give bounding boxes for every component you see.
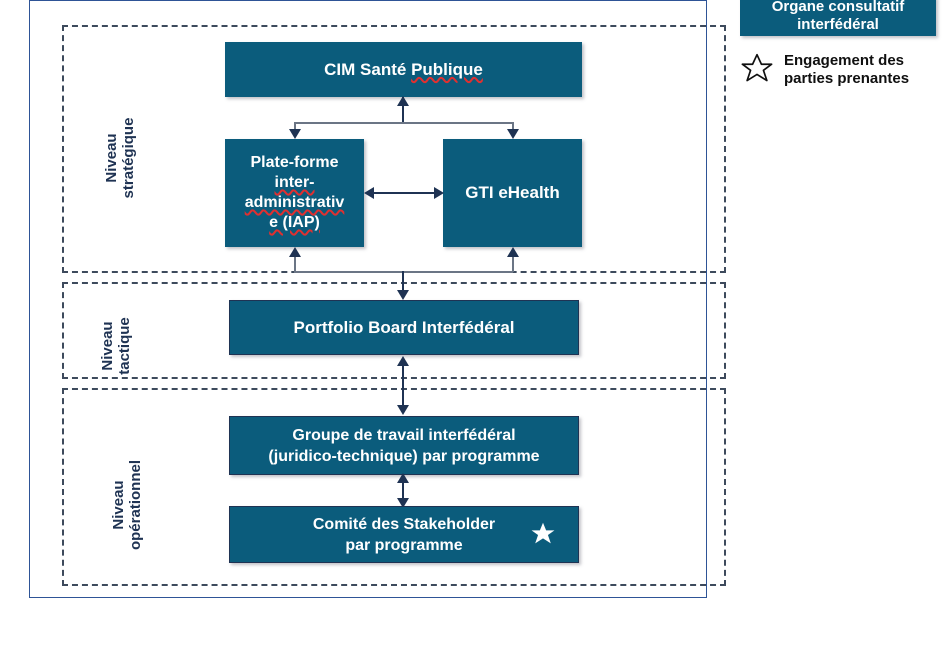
- level-container-tactical: [62, 282, 726, 379]
- arrow-down-to-iap: [289, 129, 301, 139]
- box-cim-label: CIM Santé Publique: [324, 60, 483, 80]
- arrow-up-into-portfolio-board: [397, 356, 409, 366]
- connector-bus-right-drop: [512, 122, 514, 132]
- arrow-right-to-gti: [434, 187, 444, 199]
- legend-advisory-body-label: Organe consultatif interfédéral: [771, 0, 905, 33]
- box-cim-misspelled: Publique: [411, 59, 483, 79]
- arrow-up-into-iap: [289, 247, 301, 257]
- arrow-down-to-portfolio-board: [397, 290, 409, 300]
- six-point-star-outline-icon: [741, 53, 773, 82]
- box-cim-sante-publique[interactable]: CIM Santé Publique: [225, 42, 582, 97]
- legend-stakeholder-row: Engagement des parties prenantes: [740, 50, 945, 88]
- connector-bus-left-drop: [294, 122, 296, 132]
- box-stakeholder-label: Comité des Stakeholder par programme: [312, 515, 496, 554]
- box-cim-plain: CIM Santé: [324, 59, 412, 79]
- level-container-operational: [62, 388, 726, 586]
- box-iap-line2: inter-: [274, 174, 315, 191]
- connector-bus-to-cim-line: [402, 97, 404, 123]
- connector-top-bus: [294, 122, 513, 124]
- box-iap-line3: administrativ: [244, 194, 345, 211]
- legend-stakeholder-label: Engagement des parties prenantes: [784, 52, 910, 87]
- arrow-down-to-gti: [507, 129, 519, 139]
- box-portfolio-board-interfederal[interactable]: Portfolio Board Interfédéral: [229, 300, 579, 355]
- level-label-tactical: Niveau tactique: [99, 317, 133, 375]
- box-comite-des-stakeholder[interactable]: Comité des Stakeholder par programme: [229, 506, 579, 563]
- connector-working-group-stakeholder: [402, 479, 404, 505]
- box-portfolio-board-label: Portfolio Board Interfédéral: [293, 317, 515, 337]
- box-iap-line4: e (IAP): [269, 214, 320, 231]
- level-label-strategic: Niveau stratégique: [103, 117, 137, 199]
- arrow-up-to-cim: [397, 96, 409, 106]
- box-gti-label: GTI eHealth: [465, 183, 560, 202]
- arrow-down-into-working-group: [397, 405, 409, 415]
- connector-iap-gti-line: [370, 192, 438, 194]
- box-iap-label: Plate-forme inter-administrativ e (IAP): [245, 153, 345, 233]
- arrow-left-to-iap: [364, 187, 374, 199]
- six-point-star-icon: [531, 522, 555, 543]
- connector-bus-left-rise: [294, 257, 296, 272]
- governance-diagram-frame: Niveau stratégique Niveau tactique Nivea…: [29, 0, 726, 598]
- legend-advisory-body-box: Organe consultatif interfédéral: [740, 0, 936, 36]
- connector-bus-right-rise: [512, 257, 514, 272]
- level-label-operational: Niveau opérationnel: [110, 460, 144, 551]
- arrow-down-into-stakeholder-committee: [397, 498, 409, 508]
- box-iap-line1: Plate-forme: [250, 154, 339, 171]
- arrow-up-into-gti: [507, 247, 519, 257]
- box-groupe-de-travail-interfederal[interactable]: Groupe de travail interfédéral (juridico…: [229, 416, 579, 475]
- connector-strategic-to-tactical: [402, 271, 404, 293]
- arrow-up-into-working-group: [397, 473, 409, 483]
- connector-tactical-to-operational: [402, 365, 404, 407]
- box-working-group-label: Groupe de travail interfédéral (juridico…: [268, 426, 540, 465]
- box-gti-ehealth[interactable]: GTI eHealth: [443, 139, 582, 247]
- box-plateforme-inter-administrative[interactable]: Plate-forme inter-administrativ e (IAP): [225, 139, 364, 247]
